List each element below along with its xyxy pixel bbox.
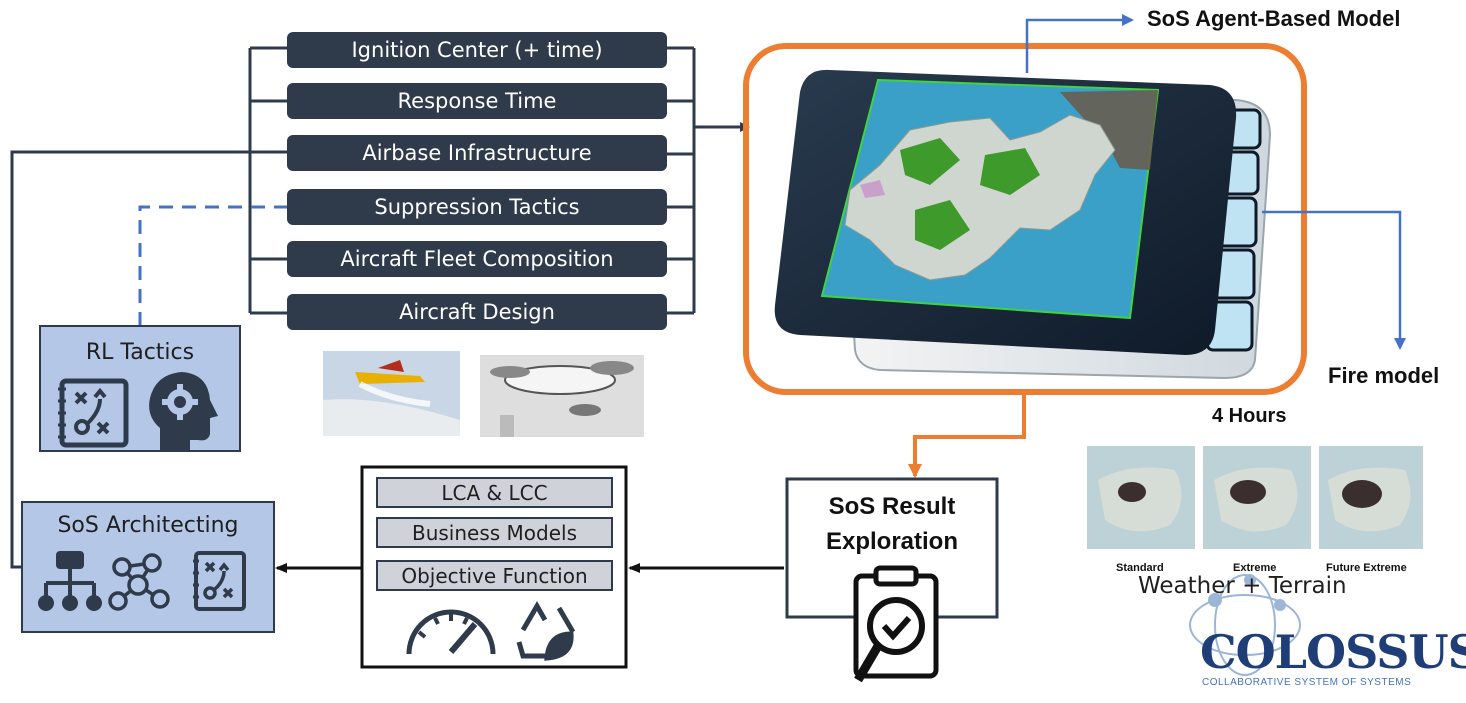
- module-business-models: Business Models: [376, 517, 613, 548]
- result-exploration-line1: SoS Result: [828, 493, 956, 520]
- module-objective-function: Objective Function: [376, 560, 613, 591]
- hours-label: 4 Hours: [1212, 405, 1287, 427]
- agent-model-arrow: [1025, 14, 1134, 73]
- network-icon: [108, 553, 170, 611]
- rl-tactics-label: RL Tactics: [85, 340, 195, 365]
- result-exploration-line2: Exploration: [825, 528, 958, 555]
- strategy-icon: [58, 378, 129, 448]
- fire-model-label: Fire model: [1328, 363, 1440, 388]
- param-ignition-center: Ignition Center (+ time): [287, 32, 667, 68]
- clipboard-search-icon: [853, 565, 939, 683]
- module-lca-lcc: LCA & LCC: [376, 477, 613, 508]
- rl-tactics-dashed-link: [138, 205, 287, 326]
- model-to-results-arrow: [908, 395, 1026, 478]
- param-bracket-left: [248, 46, 287, 315]
- water-bomber-aircraft: [323, 351, 460, 436]
- colossus-logo-emblem: [1189, 574, 1301, 676]
- param-response-time: Response Time: [287, 83, 667, 119]
- weather-terrain-label: Weather + Terrain: [1138, 573, 1347, 599]
- sos-model-illustration: [774, 69, 1272, 380]
- colossus-logo-text: COLOSSUS: [1200, 625, 1466, 679]
- scenario-extreme-label: Extreme: [1233, 562, 1277, 574]
- param-aircraft-fleet-composition: Aircraft Fleet Composition: [287, 241, 667, 277]
- scenario-standard-label: Standard: [1116, 562, 1164, 574]
- fire-map-standard: [1087, 446, 1195, 549]
- fire-model-arrow: [1262, 210, 1406, 350]
- scenario-future-extreme-label: Future Extreme: [1326, 562, 1407, 574]
- gauge-icon: [406, 609, 496, 655]
- recycle-leaf-icon: [516, 601, 576, 661]
- colossus-logo-tagline: COLLABORATIVE SYSTEM OF SYSTEMS: [1202, 677, 1412, 688]
- strategy-icon: [193, 551, 246, 611]
- param-suppression-tactics: Suppression Tactics: [287, 189, 667, 225]
- brain-gear-icon: [149, 372, 218, 450]
- param-aircraft-design: Aircraft Design: [287, 294, 667, 330]
- fire-map-extreme: [1203, 446, 1311, 549]
- sos-model-frame: [743, 43, 1307, 395]
- param-airbase-infrastructure: Airbase Infrastructure: [287, 135, 667, 171]
- sos-architecting-label: SoS Architecting: [57, 513, 239, 538]
- sos-agent-model-label: SoS Agent-Based Model: [1147, 6, 1401, 31]
- param-bracket-right: [667, 46, 696, 315]
- hierarchy-icon: [38, 551, 102, 611]
- drone-aircraft: [480, 355, 644, 437]
- fire-map-future-extreme: [1319, 446, 1423, 549]
